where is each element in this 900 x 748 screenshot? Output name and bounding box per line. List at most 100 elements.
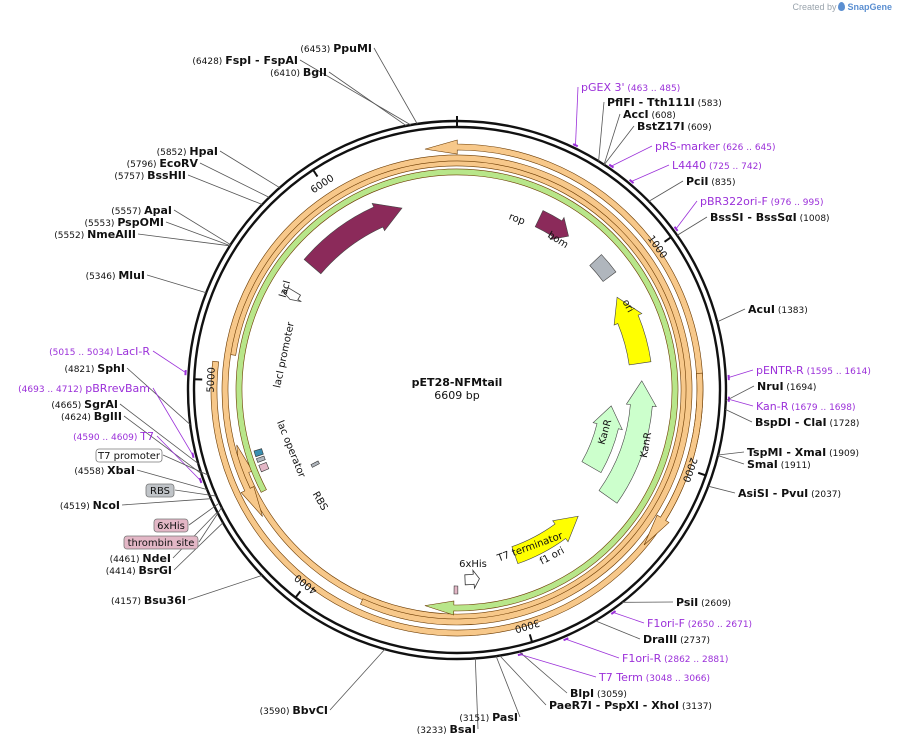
feature-leader (162, 454, 209, 476)
enzyme-site-smai: SmaI (1911) (747, 458, 811, 471)
enzyme-leader (172, 511, 218, 559)
enzyme-leader (725, 409, 753, 423)
enzyme-leader (328, 71, 407, 127)
ori-label: ori (620, 298, 636, 315)
enzyme-site-bglii: (4624) BglII (61, 410, 122, 423)
enzyme-leader (495, 655, 521, 718)
enzyme-site-pcii: PciI (835) (686, 175, 736, 188)
orf-kanr-arc (643, 372, 704, 546)
enzyme-leader (499, 655, 547, 706)
primer-leader (565, 638, 620, 659)
enzyme-site-bgli: (6410) BglI (270, 66, 327, 79)
enzyme-leader (137, 233, 230, 247)
primer-leader (728, 398, 754, 407)
enzyme-site-psii: PsiI (2609) (676, 596, 731, 609)
primer-pgex-3-: pGEX 3' (463 .. 485) (581, 81, 680, 94)
primer-leader (613, 612, 645, 624)
enzyme-leader (173, 209, 231, 246)
t7-terminator-mark (464, 568, 480, 590)
primer-leader (156, 435, 201, 481)
enzyme-site-bbvci: (3590) BbvCI (260, 704, 328, 717)
primer-f1ori-f: F1ori-F (2650 .. 2671) (647, 617, 752, 630)
kanr-label-2: KanR (639, 431, 654, 458)
enzyme-leader (165, 221, 231, 246)
enzyme-leader (219, 150, 280, 189)
site-labels: (6453) PpuMI(6428) FspI - FspAI(6410) Bg… (18, 42, 871, 736)
feature-leader (198, 507, 223, 543)
enzyme-site-acui: AcuI (1383) (748, 303, 808, 316)
primer-leader (728, 369, 754, 378)
svg-text:T7 promoter: T7 promoter (97, 451, 161, 462)
enzyme-site-nrui: NruI (1694) (757, 380, 816, 393)
enzyme-leader (725, 385, 755, 402)
orf-bottom-arc (221, 154, 693, 626)
primer-t7: (4590 .. 4609) T7 (73, 430, 154, 443)
tick-mark (528, 634, 534, 643)
primer-leader (152, 387, 194, 456)
enzyme-site-acci: AccI (608) (623, 108, 676, 121)
enzyme-leader (199, 162, 270, 198)
primer-mark (628, 178, 635, 184)
enzyme-site-bstz17i: BstZ17I (609) (637, 120, 712, 133)
primer-prs-marker: pRS-marker (626 .. 645) (655, 140, 776, 153)
primer-laci-r: (5015 .. 5034) LacI-R (49, 345, 150, 358)
enzyme-leader (603, 125, 635, 166)
his-tag-mark (453, 585, 459, 595)
primer-pbr322ori-f: pBR322ori-F (976 .. 995) (700, 195, 823, 208)
enzyme-site-bsrgi: (4414) BsrGI (106, 564, 172, 577)
label-leaders (119, 47, 755, 730)
primer-pbrrevbam: (4693 .. 4712) pBRrevBam (18, 382, 150, 395)
enzyme-leader (187, 174, 263, 205)
enzyme-leader (126, 367, 191, 425)
enzyme-site-ncoi: (4519) NcoI (60, 499, 120, 512)
enzyme-leader (595, 620, 641, 640)
lac-operator-box (253, 448, 264, 458)
enzyme-site-bsu36i: (4157) Bsu36I (111, 594, 186, 607)
enzyme-leader (173, 522, 224, 571)
svg-text:thrombin site: thrombin site (128, 538, 195, 549)
enzyme-leader (146, 274, 207, 294)
rop-label: rop (507, 212, 526, 228)
enzyme-leader (717, 451, 745, 456)
enzyme-leader (648, 180, 684, 202)
primer-leader (152, 350, 186, 373)
enzyme-site-hpai: (5852) HpaI (157, 145, 218, 158)
enzyme-site-mlui: (5346) MluI (86, 269, 145, 282)
orf-nfm-arc (235, 168, 679, 616)
enzyme-leader (708, 485, 736, 494)
primer-t7-term: T7 Term (3048 .. 3066) (598, 671, 710, 684)
enzyme-site-pasi: (3151) PasI (459, 711, 518, 724)
plasmid-name: pET28-NFMtail (412, 376, 503, 389)
enzyme-leader (187, 575, 263, 601)
enzyme-leader (123, 415, 202, 475)
boxed-feature-thrombin-site: thrombin site (123, 535, 199, 550)
rbs-mark (310, 460, 320, 468)
boxed-feature-rbs: RBS (145, 483, 175, 498)
enzyme-site-fspi: (6428) FspI - FspAI (192, 54, 298, 67)
rop-arrow (534, 210, 569, 241)
tick-mark (294, 590, 302, 599)
laci-promoter-arrow (281, 287, 302, 303)
primer-mark (191, 452, 195, 458)
tick-mark (312, 169, 319, 178)
enzyme-leader (299, 59, 412, 126)
enzyme-site-asisi: AsiSI - PvuI (2037) (738, 487, 841, 500)
enzyme-leader (136, 469, 208, 490)
lac-operator-label: lac operator (274, 419, 307, 480)
boxed-feature-t7-promoter: T7 promoter (95, 448, 163, 463)
tick-label: 3000 (513, 616, 541, 634)
tick-mark (663, 236, 672, 243)
ori-arrow (613, 296, 652, 366)
primer-leader (631, 164, 670, 182)
enzyme-site-bsssi: BssSI - BssSαI (1008) (710, 211, 830, 224)
bom-box (589, 254, 617, 282)
primer-f1ori-r: F1ori-R (2862 .. 2881) (622, 652, 728, 665)
primer-leader (520, 654, 597, 678)
enzyme-site-sphi: (4821) SphI (64, 362, 125, 375)
his-label: 6xHis (459, 559, 487, 570)
primer-leader (675, 200, 698, 230)
kanr-arrow-outer (598, 380, 657, 504)
his-thrombin-mark (258, 462, 270, 473)
